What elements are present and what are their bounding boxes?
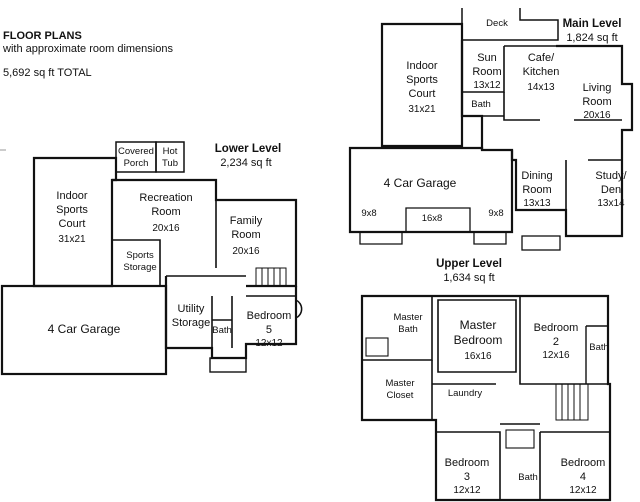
upper-level-title: Upper Level [436,258,502,270]
lower-level-title: Lower Level [214,143,282,155]
total-sqft: 5,692 sq ft TOTAL [3,67,92,79]
main-level-walls [348,8,634,251]
deck-label: Deck [486,18,508,29]
lower-level-sqft: 2,234 sq ft [220,157,272,169]
garage-bay-left-dim: 9x8 [361,208,377,219]
lower-garage-label: 4 Car Garage [47,322,121,336]
main-level-title: Main Level [562,18,622,30]
upper-bath-bottom-label: Bath [518,472,538,483]
main-bath-label: Bath [471,99,491,110]
laundry-label: Laundry [447,388,483,399]
upper-bath-right-label: Bath [589,342,609,353]
garage-bay-right-dim: 9x8 [488,208,504,219]
main-garage-label: 4 Car Garage [383,176,457,190]
page-title: FLOOR PLANS [3,30,82,42]
lower-bath-label: Bath [212,325,232,336]
upper-level-walls [360,294,612,502]
page-subtitle: with approximate room dimensions [3,43,173,55]
main-level-sqft: 1,824 sq ft [566,32,618,44]
upper-level-sqft: 1,634 sq ft [443,272,495,284]
lower-level-walls [0,141,303,376]
garage-bay-mid-dim: 16x8 [421,213,443,224]
